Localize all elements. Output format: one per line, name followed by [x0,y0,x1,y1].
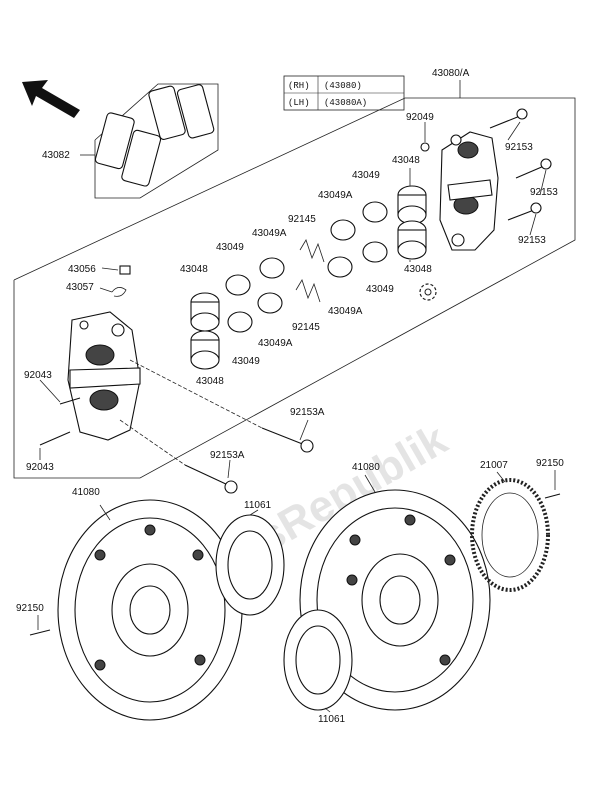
label-bolt-lh-2: 92043 [26,462,54,473]
caliper-assembly-outline [13,97,576,479]
label-shim-top: 11061 [244,500,272,511]
label-seal-a-4: 43049A [258,338,293,349]
bleeder-nut [119,265,131,275]
label-piston-lh-1: 43048 [180,264,208,275]
legend-lh-value: (43080A) [324,98,367,108]
shim-bottom [283,609,353,711]
legend-lh-label: (LH) [288,98,310,108]
long-bolts-92153A [119,359,314,494]
caliper-half-right [439,131,499,251]
label-seal-2: 43049 [216,242,244,253]
pistons-rh [397,185,427,260]
bolts-92153 [489,108,552,221]
disc-bolt-left [29,629,51,636]
caliper-half-left [67,311,141,441]
label-seal-3: 43049 [366,284,394,295]
pistons-lh [190,292,220,370]
label-bolt-lh-1: 92043 [24,370,52,381]
label-bleeder-nut: 43056 [68,264,96,275]
label-caliper-assy: 43080/A [432,68,470,79]
shim-top [215,514,285,616]
label-bolt-long-1: 92153A [290,407,325,418]
label-disc-bolt-left: 92150 [16,603,44,614]
label-bolt-rh-3: 92153 [518,235,546,246]
piston-seals [225,201,388,333]
label-spring-1: 92145 [288,214,316,225]
label-bolt-rh-2: 92153 [530,187,558,198]
label-seal-1: 43049 [352,170,380,181]
pad-clip [111,287,127,297]
label-disc-right: 41080 [352,462,380,473]
label-sensor-rotor: 21007 [480,460,508,471]
brake-pads [94,83,219,199]
label-seal-a-3: 43049A [328,306,363,317]
part-labels: 43080/A 43082 92049 92153 92153 92153 43… [16,68,564,725]
label-bleeder-cap: 92049 [406,112,434,123]
leader-lines [37,80,556,713]
label-bolt-long-2: 92153A [210,450,245,461]
legend-rh-label: (RH) [288,81,310,91]
label-seal-4: 43049 [232,356,260,367]
front-direction-arrow-icon [22,80,80,118]
label-pads: 43082 [42,150,70,161]
label-piston-lh-2: 43048 [196,376,224,387]
label-disc-bolt-right: 92150 [536,458,564,469]
label-seal-a-1: 43049A [318,190,353,201]
label-disc-left: 41080 [72,487,100,498]
disc-left [57,499,243,721]
label-piston-rh-2: 43048 [404,264,432,275]
sensor-rotor [470,478,550,592]
label-seal-a-2: 43049A [252,228,287,239]
legend-rh-value: (43080) [324,81,362,91]
label-piston-rh-1: 43048 [392,155,420,166]
label-spring-2: 92145 [292,322,320,333]
pad-springs [295,239,325,303]
disc-bolt-right [544,493,561,499]
bleeder-cap [420,142,430,152]
bolts-92043 [39,397,81,446]
label-shim-bottom: 11061 [318,714,346,725]
label-bolt-rh-1: 92153 [505,142,533,153]
gear-icon [419,283,437,301]
rh-lh-legend: (RH) (43080) (LH) (43080A) [283,75,405,111]
label-clip: 43057 [66,282,94,293]
